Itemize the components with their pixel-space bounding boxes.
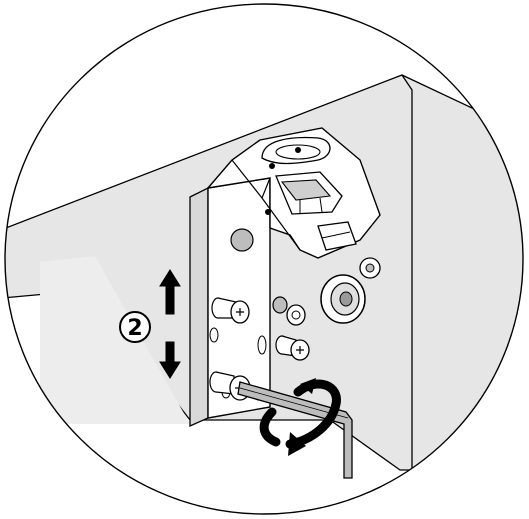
rotate-clockwise-icon (259, 378, 341, 456)
pivot-bolt (272, 296, 306, 326)
step-number: 2 (127, 316, 142, 341)
step-badge: 2 (119, 311, 151, 343)
hinge-housing (206, 127, 381, 259)
screw-top (211, 297, 250, 324)
screw-middle (275, 335, 310, 361)
up-down-arrow-icon (159, 269, 181, 379)
detail-circle (4, 3, 524, 515)
adjustment-wheel (320, 257, 381, 324)
